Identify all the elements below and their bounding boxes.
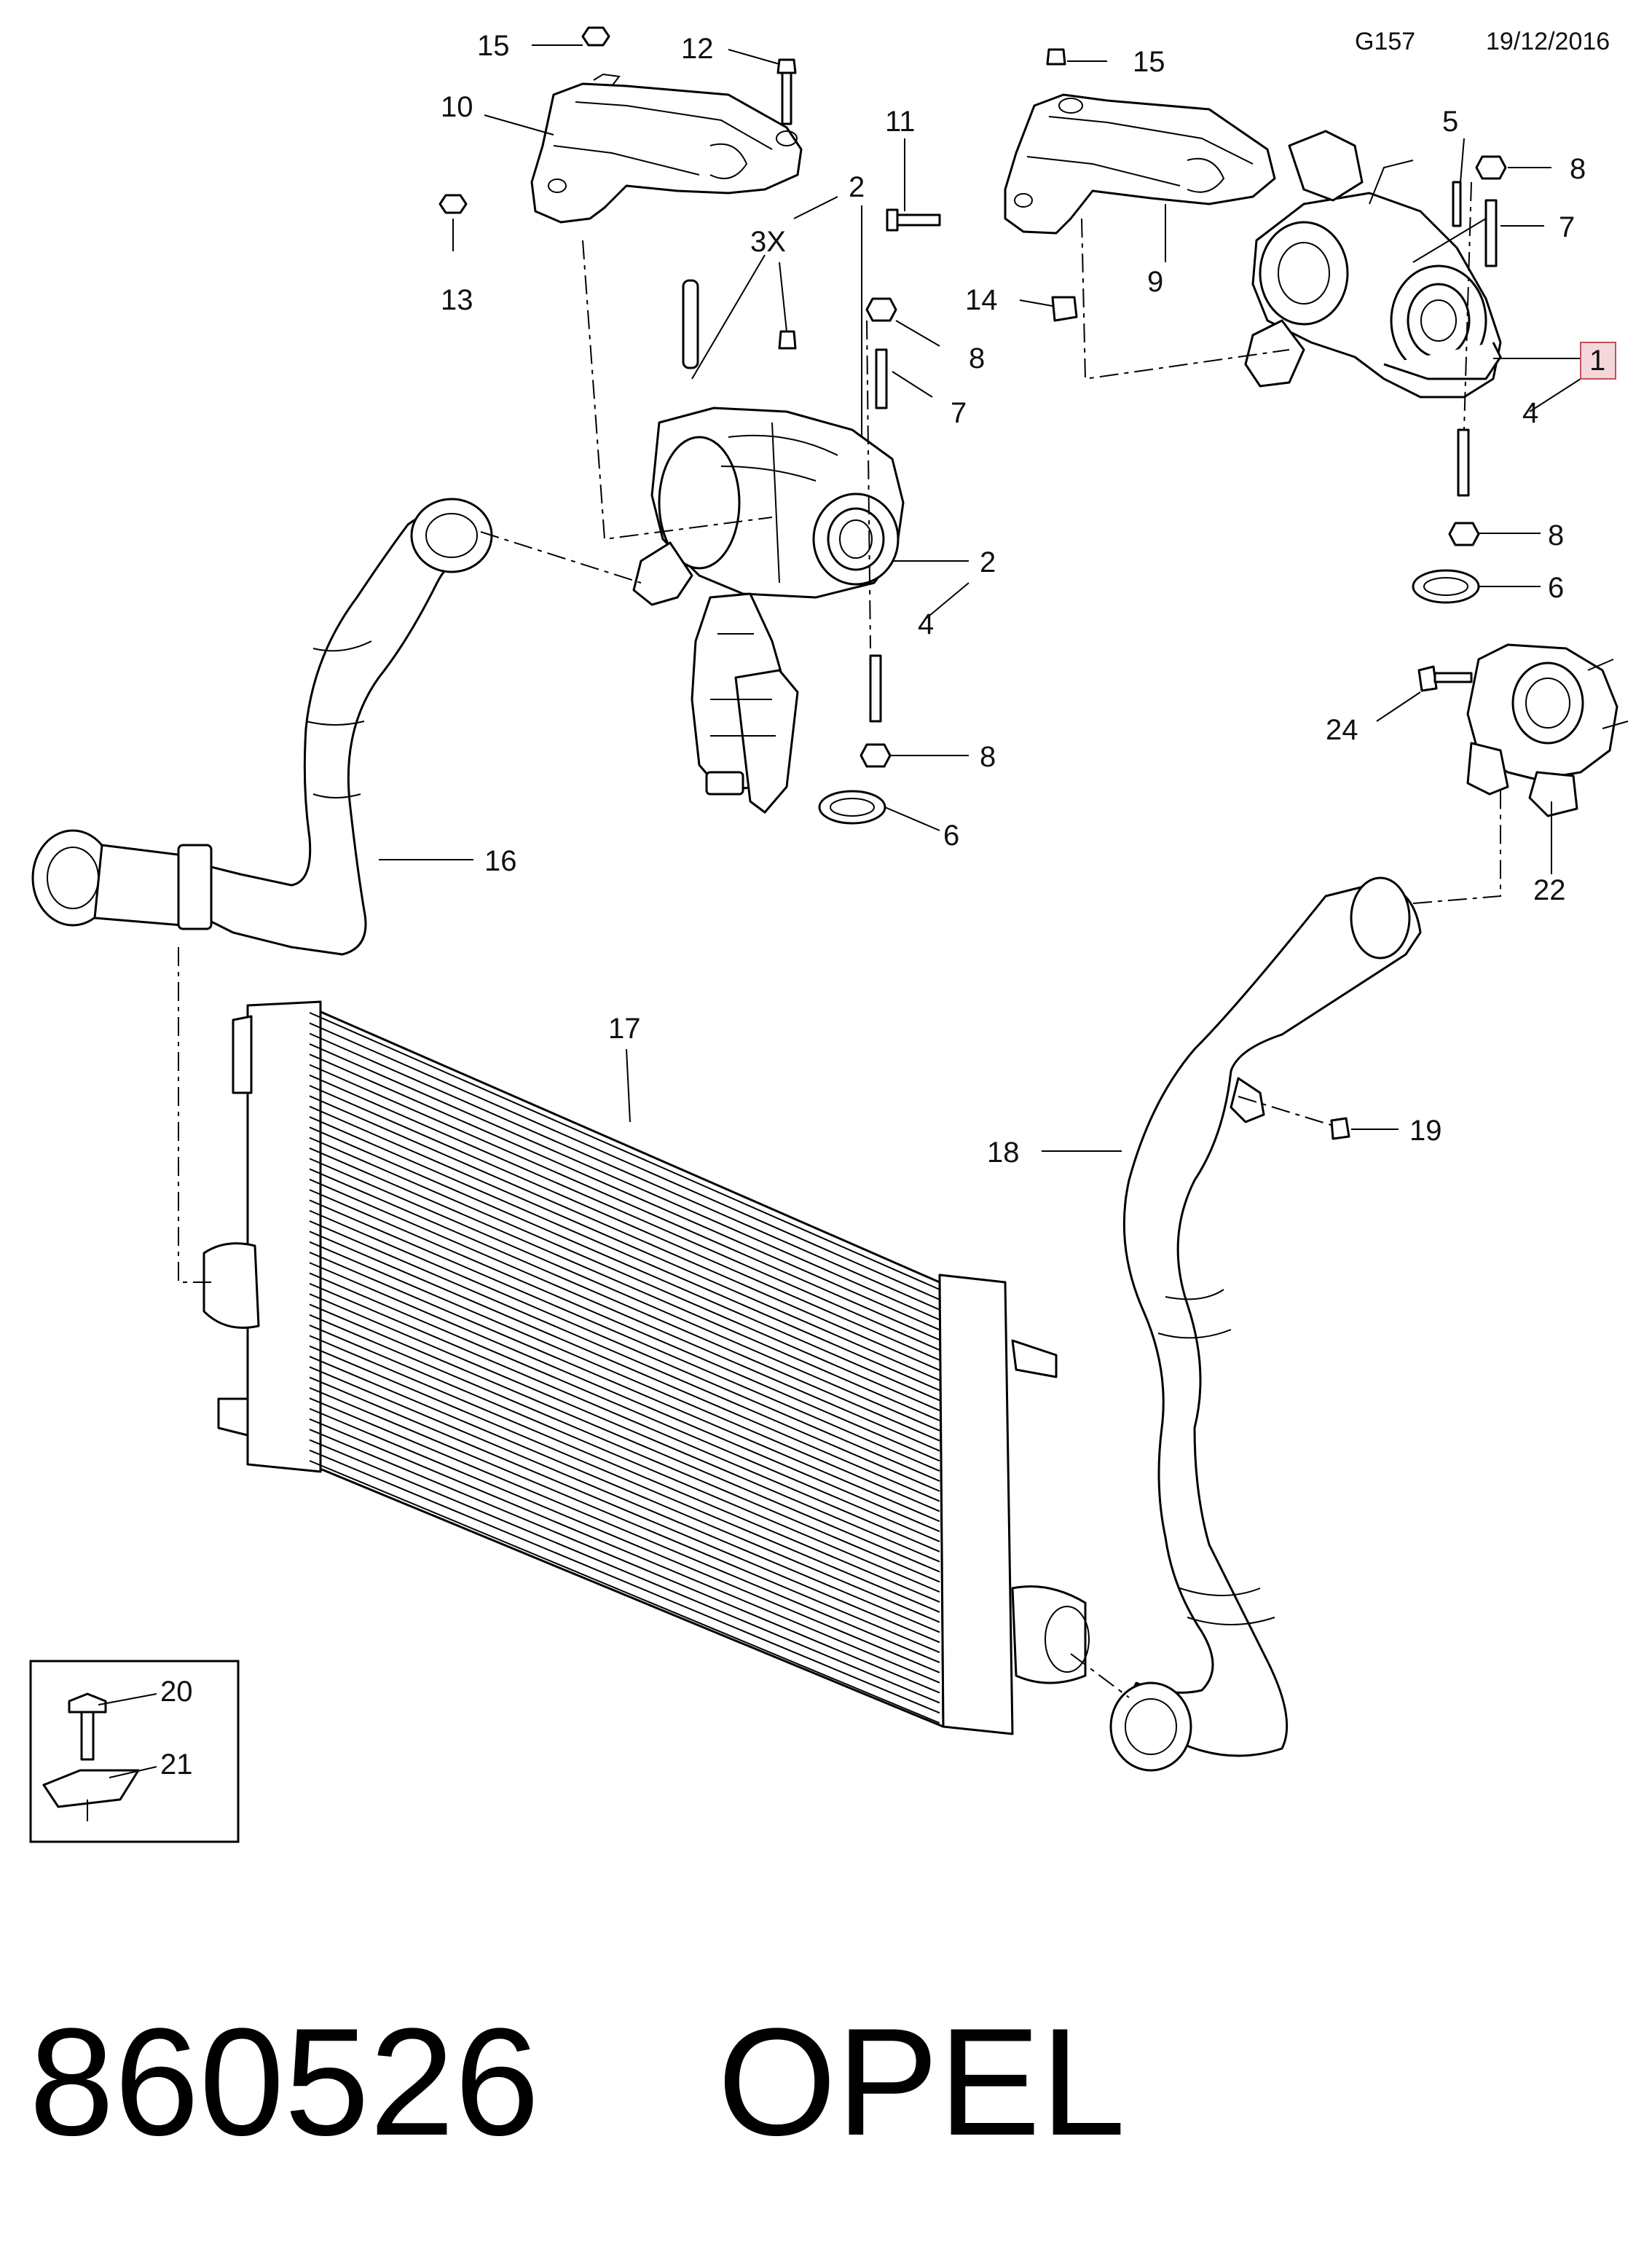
callout-8: 8 (1548, 519, 1564, 552)
callout-21: 21 (160, 1749, 193, 1781)
intercooler-fin-line (309, 1085, 940, 1361)
callout-1-highlight (1580, 342, 1616, 380)
intercooler-fin-line (309, 1105, 940, 1381)
callout-7: 7 (951, 397, 967, 429)
intercooler-fin-line (309, 1199, 940, 1472)
callout-12: 12 (681, 33, 714, 65)
intercooler-fin-line (309, 1293, 940, 1563)
charge-air-hose-right (1109, 876, 1422, 1772)
intercooler (202, 1000, 1090, 1735)
intercooler-fin-line (309, 1460, 940, 1724)
intercooler-fin-line (309, 1053, 940, 1331)
callout-22: 22 (1533, 874, 1566, 906)
intercooler-fin-line (309, 1262, 940, 1533)
intercooler-fin-line (309, 1449, 940, 1714)
intercooler-fin-line (309, 1335, 940, 1603)
part-number: 860526 (29, 1996, 540, 2167)
heat-shield-left (530, 73, 803, 224)
callout-18: 18 (987, 1137, 1020, 1169)
callout-2: 2 (849, 171, 865, 203)
callout-6: 6 (943, 820, 959, 852)
intercooler-fin-line (309, 1032, 940, 1311)
intercooler-fin-line (309, 1314, 940, 1583)
intercooler-fin-line (309, 1429, 940, 1694)
callout-17: 17 (608, 1013, 641, 1045)
intercooler-fin-line (309, 1241, 940, 1512)
turbocharger-assembly (632, 279, 905, 814)
intercooler-fin-line (309, 1022, 940, 1300)
intercooler-fin-line (309, 1064, 940, 1341)
intercooler-fin-line (309, 1178, 940, 1452)
turbocharger-part (1244, 130, 1502, 399)
intercooler-fin-line (309, 1376, 940, 1644)
intercooler-fin-line (309, 1439, 940, 1704)
intercooler-fin-line (309, 1209, 940, 1482)
callout-2: 2 (980, 546, 996, 578)
intercooler-fin-line (309, 1303, 940, 1573)
intercooler-fin-line (309, 1272, 940, 1542)
callout-labels: 15 12 10 13 2 3X 15 11 9 14 8 7 5 8 7 1 … (160, 30, 1605, 1781)
heat-shield-right (1004, 93, 1276, 235)
intercooler-fin-line (309, 1095, 940, 1371)
intercooler-fin-line (309, 1189, 940, 1462)
inset-detail-box (29, 1660, 240, 1843)
intercooler-fin-line (309, 1043, 940, 1321)
intercooler-fin-line (309, 1324, 940, 1593)
callout-7: 7 (1559, 211, 1575, 243)
intercooler-fin-line (309, 1012, 940, 1290)
intercooler-fin-line (309, 1074, 940, 1351)
callout-3x: 3X (750, 226, 786, 258)
callout-6: 6 (1548, 572, 1564, 604)
intercooler-fin-line (309, 1356, 940, 1623)
intercooler-fin-line (309, 1158, 940, 1432)
intercooler-fin-line (309, 1408, 940, 1673)
intercooler-fin-line (309, 1345, 940, 1613)
callout-20: 20 (160, 1676, 193, 1708)
callout-11: 11 (885, 106, 916, 138)
charge-air-hose-left (31, 498, 493, 956)
intercooler-fin-line (309, 1366, 940, 1633)
intercooler-fin-line (309, 1147, 940, 1421)
diagram-code: G157 (1355, 28, 1415, 55)
throttle-valve (1466, 643, 1629, 817)
callout-24: 24 (1326, 714, 1358, 746)
callout-10: 10 (441, 91, 473, 123)
callout-8: 8 (1570, 153, 1586, 185)
brand-name: OPEL (717, 1996, 1125, 2167)
intercooler-fin-line (309, 1137, 940, 1411)
callout-13: 13 (441, 284, 473, 316)
callout-14: 14 (965, 284, 998, 316)
callout-8: 8 (969, 342, 985, 374)
callout-1: 1 (1589, 345, 1605, 377)
intercooler-fin-line (309, 1220, 940, 1492)
callout-9: 9 (1147, 266, 1163, 298)
callout-15: 15 (477, 30, 510, 62)
intercooler-fin-line (309, 1116, 940, 1392)
diagram-date: 19/12/2016 (1486, 28, 1610, 55)
callout-16: 16 (484, 845, 517, 877)
intercooler-fin-line (309, 1126, 940, 1402)
intercooler-fin-line (309, 1418, 940, 1684)
callout-4: 4 (1522, 397, 1538, 429)
intercooler-fin-line (309, 1252, 940, 1523)
intercooler-fin-line (309, 1282, 940, 1553)
callout-15: 15 (1133, 46, 1165, 78)
intercooler-fin-line (309, 1397, 940, 1663)
intercooler-fin-line (309, 1386, 940, 1654)
leader-lines (98, 44, 1581, 1778)
intercooler-fin-line (309, 1231, 940, 1502)
callout-8: 8 (980, 741, 996, 773)
intercooler-fin-line (309, 1168, 940, 1442)
callout-4: 4 (918, 608, 934, 640)
assembly-lines (178, 181, 1501, 1698)
callout-5: 5 (1442, 106, 1458, 138)
callout-19: 19 (1409, 1115, 1442, 1147)
